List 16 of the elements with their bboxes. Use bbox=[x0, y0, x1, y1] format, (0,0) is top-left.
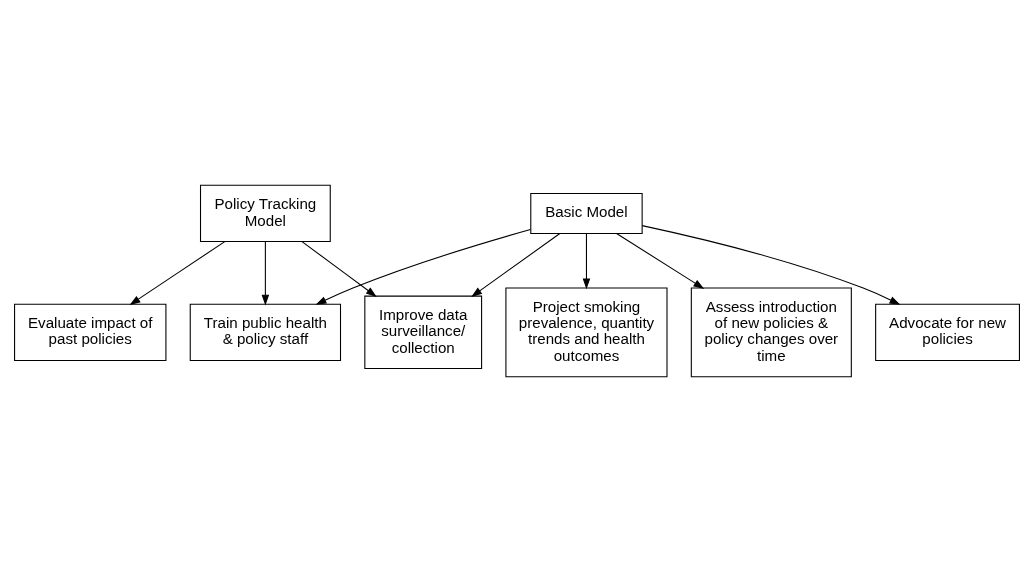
arrow bbox=[129, 240, 226, 305]
node-box: Evaluate impact of past policies bbox=[14, 303, 167, 361]
node-box: Advocate for new policies bbox=[875, 303, 1020, 361]
arrow bbox=[616, 232, 705, 289]
node-box: Policy Tracking Model bbox=[199, 184, 331, 242]
node-box: Basic Model bbox=[530, 192, 643, 234]
node-box: Project smoking prevalence, quantity trends and health outcomes bbox=[505, 287, 668, 377]
arrow bbox=[641, 224, 901, 305]
node-box: Assess introduction of new policies & policy changes over time bbox=[690, 287, 852, 377]
arrow bbox=[582, 232, 591, 289]
node-box: Improve data surveillance/ collection bbox=[364, 295, 483, 369]
node-box: Train public health & policy staff bbox=[189, 303, 342, 361]
arrow bbox=[301, 240, 377, 297]
arrow bbox=[471, 232, 561, 297]
arrow bbox=[315, 228, 531, 305]
arrow bbox=[261, 240, 270, 306]
